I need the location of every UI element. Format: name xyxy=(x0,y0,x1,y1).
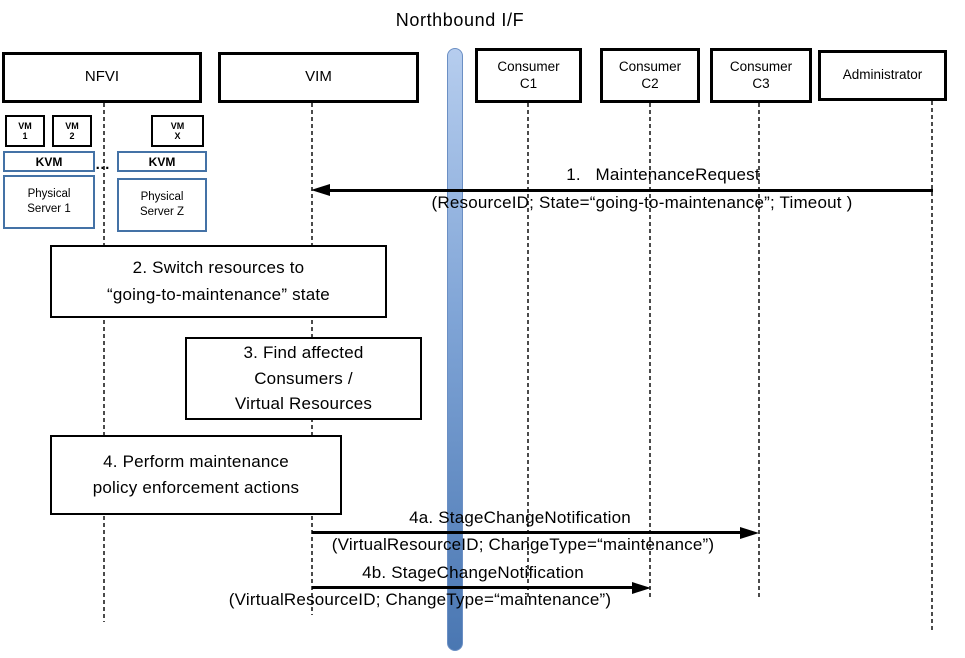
msg4a-arrowhead-icon xyxy=(740,527,759,539)
vm2-line2: 2 xyxy=(69,131,75,141)
actor-administrator-label: Administrator xyxy=(842,67,923,83)
physical-server-z-box: Physical Server Z xyxy=(117,178,207,232)
physical-server-1-line2: Server 1 xyxy=(27,203,71,215)
vm1-box: VM 1 xyxy=(5,115,45,147)
msg1-params: (ResourceID; State=“going-to-maintenance… xyxy=(431,193,853,212)
actor-nfvi-label: NFVI xyxy=(84,68,120,86)
physical-server-1-box: Physical Server 1 xyxy=(3,175,95,229)
diagram-title: Northbound I/F xyxy=(395,10,525,30)
kvm2-label: KVM xyxy=(148,154,176,169)
actor-consumer-c1: Consumer C1 xyxy=(475,48,582,103)
step3-line1: 3. Find affected xyxy=(243,343,364,363)
lifeline-consumer-c3 xyxy=(758,103,760,597)
step2-line2: “going-to-maintenance” state xyxy=(107,284,330,304)
actor-c1-line1: Consumer xyxy=(497,58,560,74)
msg1-label: 1. MaintenanceRequest xyxy=(566,165,760,184)
physical-server-z-line2: Server Z xyxy=(139,206,185,218)
actor-c3-line1: Consumer xyxy=(729,58,793,74)
vm1-line2: 1 xyxy=(22,131,28,141)
actor-consumer-c2: Consumer C2 xyxy=(600,48,700,103)
kvm1-label: KVM xyxy=(35,154,63,169)
msg4a-label: 4a. StageChangeNotification xyxy=(409,508,631,527)
actor-c1-line2: C1 xyxy=(519,75,538,91)
lifeline-nfvi xyxy=(103,103,105,622)
kvm1-box: KVM xyxy=(3,151,95,172)
msg1-arrow-line xyxy=(327,189,933,192)
ellipsis-dots: … xyxy=(95,156,111,173)
actor-consumer-c3: Consumer C3 xyxy=(710,48,812,103)
actor-c2-line1: Consumer xyxy=(618,58,682,74)
step2-box: 2. Switch resources to “going-to-mainten… xyxy=(50,245,387,318)
actor-nfvi: NFVI xyxy=(2,52,202,103)
step4-line1: 4. Perform maintenance xyxy=(103,451,289,471)
actor-c2-line2: C2 xyxy=(641,75,659,91)
msg4b-label: 4b. StageChangeNotification xyxy=(362,563,584,582)
msg4b-arrowhead-icon xyxy=(632,582,651,594)
actor-vim: VIM xyxy=(218,52,419,103)
msg1-arrowhead-icon xyxy=(311,184,330,196)
step4-box: 4. Perform maintenance policy enforcemen… xyxy=(50,435,342,515)
msg4b-params: (VirtualResourceID; ChangeType=“maintena… xyxy=(228,590,612,609)
lifeline-consumer-c1 xyxy=(527,103,529,597)
lifeline-administrator xyxy=(931,101,933,632)
vmx-line2: X xyxy=(174,131,181,141)
step3-line2: Consumers / xyxy=(254,368,353,388)
actor-vim-label: VIM xyxy=(305,68,332,86)
actor-c3-line2: C3 xyxy=(752,75,770,91)
lifeline-consumer-c2 xyxy=(649,103,651,597)
physical-server-z-line1: Physical xyxy=(140,191,184,204)
step2-line1: 2. Switch resources to xyxy=(132,258,305,278)
vmx-line1: VM xyxy=(170,120,185,131)
northbound-interface-bar xyxy=(447,48,463,651)
actor-administrator: Administrator xyxy=(818,50,947,101)
msg4a-arrow-line xyxy=(312,531,741,534)
kvm2-box: KVM xyxy=(117,151,207,172)
vm1-line1: VM xyxy=(18,120,32,131)
vm2-box: VM 2 xyxy=(52,115,92,147)
vmx-box: VM X xyxy=(151,115,204,147)
msg4b-arrow-line xyxy=(312,586,633,589)
msg4a-params: (VirtualResourceID; ChangeType=“maintena… xyxy=(331,535,715,554)
step3-box: 3. Find affected Consumers / Virtual Res… xyxy=(185,337,422,420)
vm2-line1: VM xyxy=(65,120,79,131)
step4-line2: policy enforcement actions xyxy=(92,478,300,497)
step3-line3: Virtual Resources xyxy=(234,394,373,414)
physical-server-1-line1: Physical xyxy=(27,188,71,201)
